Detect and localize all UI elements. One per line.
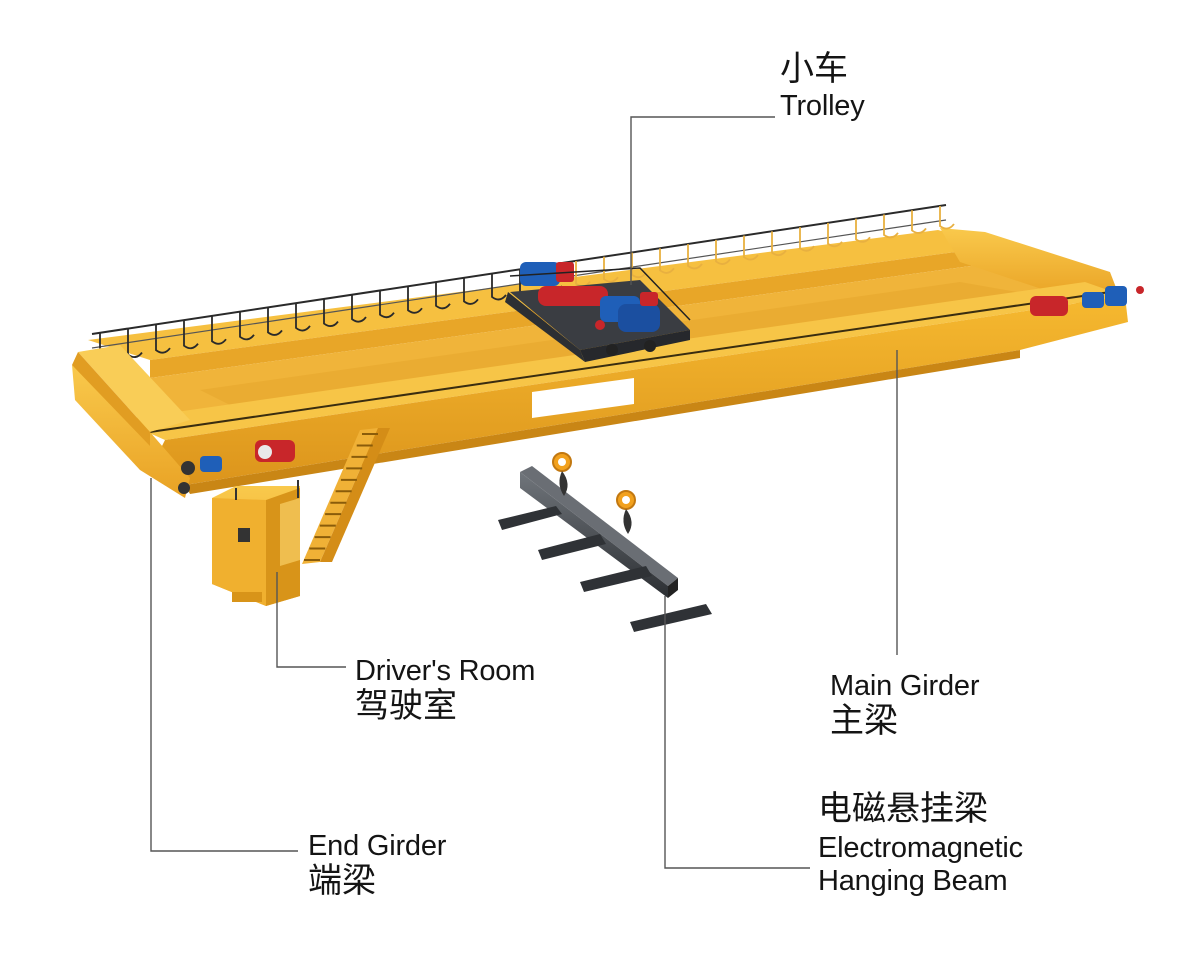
drivers-room-leader	[276, 572, 346, 668]
label-main-girder-zh: 主梁	[830, 701, 898, 742]
left-end-girder-face	[72, 365, 190, 498]
hanging-beam-leader	[664, 596, 810, 869]
railing-post	[939, 206, 955, 230]
railing-post	[687, 244, 703, 270]
label-end-girder-en: End Girder	[308, 830, 447, 862]
left-end-girder-side	[72, 352, 150, 446]
end-girder-leader	[150, 478, 298, 852]
railing-post	[435, 282, 451, 310]
railing-post	[155, 324, 171, 354]
railing-post	[323, 299, 339, 327]
railing-post	[379, 290, 395, 319]
access-ladder	[302, 428, 390, 564]
trolley-assembly	[505, 262, 691, 362]
railing-post	[883, 214, 899, 239]
label-hanging-beam: 电磁悬挂梁 Electromagnetic Hanging Beam	[818, 790, 1023, 897]
railing-post	[267, 307, 283, 336]
railing-post	[603, 256, 619, 283]
railing-post	[715, 239, 731, 265]
railing-post	[771, 231, 787, 257]
label-hanging-beam-en-2: Hanging Beam	[818, 864, 1008, 897]
label-drivers-room: Driver's Room 驾驶室	[355, 655, 535, 726]
label-trolley-zh: 小车	[780, 49, 848, 89]
railing-post	[239, 311, 255, 341]
railing-post	[631, 252, 647, 279]
hanging-beam	[498, 452, 712, 632]
near-main-girder-bottom	[185, 350, 1020, 494]
beam-hooks	[552, 452, 636, 534]
near-main-girder-face	[150, 296, 1128, 485]
railing-post	[183, 320, 199, 350]
drivers-cab	[212, 480, 300, 606]
label-hanging-beam-zh: 电磁悬挂梁	[818, 789, 988, 829]
railing-post	[351, 294, 367, 323]
label-main-girder-en: Main Girder	[830, 670, 980, 702]
label-end-girder-zh: 端梁	[308, 861, 376, 902]
trolley-frame-edge	[580, 330, 690, 362]
label-drivers-room-zh: 驾驶室	[355, 686, 457, 727]
label-drivers-room-en: Driver's Room	[355, 655, 536, 687]
railing-post	[295, 303, 311, 332]
right-end-girder	[940, 228, 1120, 300]
hoist-drum-1	[538, 286, 608, 306]
railing-post	[799, 227, 815, 252]
railing-post	[659, 248, 675, 274]
far-railing	[91, 204, 947, 349]
girder-window	[532, 378, 634, 418]
railing-post	[827, 222, 843, 248]
leader-lines	[150, 116, 898, 869]
railing-post	[211, 316, 227, 345]
railing-post	[463, 277, 479, 305]
label-hanging-beam-en-1: Electromagnetic	[818, 832, 1023, 865]
left-end-girder-top	[78, 345, 190, 432]
crane-illustration	[72, 204, 1144, 632]
railing-post	[491, 273, 507, 301]
railing-post	[407, 286, 423, 314]
right-drive-units	[1030, 286, 1144, 316]
railing-post	[743, 235, 759, 261]
railing-post	[855, 218, 871, 243]
trolley-leader	[630, 116, 775, 285]
left-drive-units	[178, 440, 295, 494]
railing-post	[911, 210, 927, 234]
label-trolley-en: Trolley	[780, 90, 865, 123]
label-trolley: 小车 Trolley	[780, 50, 865, 123]
label-end-girder: End Girder 端梁	[308, 830, 446, 901]
label-main-girder: Main Girder 主梁	[830, 670, 979, 741]
